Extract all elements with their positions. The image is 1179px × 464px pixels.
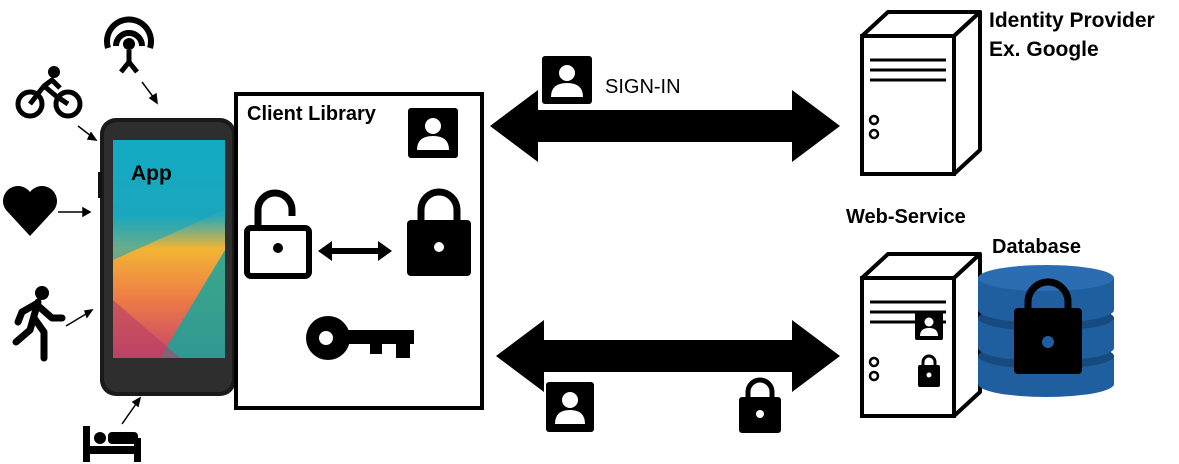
bed-icon (83, 426, 141, 462)
app-label: App (131, 162, 172, 185)
sign-in-arrow (490, 90, 840, 162)
sign-in-label: SIGN-IN (605, 76, 681, 98)
server-lock-icon (918, 354, 940, 387)
web-service-server-icon (860, 252, 982, 418)
closed-padlock-icon (407, 188, 471, 276)
sensor-arrows (58, 81, 158, 425)
runner-icon (12, 286, 66, 362)
web-service-label: Web-Service (846, 206, 966, 228)
request-lock-icon (739, 377, 781, 433)
double-arrow-icon (318, 241, 392, 261)
server-user-icon (915, 312, 943, 340)
database-label: Database (992, 236, 1081, 258)
client-library-label: Client Library (247, 103, 376, 125)
request-user-icon (546, 382, 594, 432)
heart-icon (3, 185, 57, 236)
sign-in-user-icon (542, 56, 592, 104)
database-icon (978, 265, 1114, 397)
open-padlock-icon (244, 189, 312, 279)
cyclist-icon (15, 66, 83, 119)
key-icon (306, 316, 414, 360)
phone (98, 118, 236, 396)
identity-provider-label: Identity Provider (989, 9, 1155, 32)
identity-server-icon (860, 10, 982, 176)
user-badge-icon (408, 108, 458, 158)
antenna-icon (104, 16, 154, 74)
web-service-arrow (496, 320, 840, 392)
identity-provider-example-label: Ex. Google (989, 38, 1099, 61)
